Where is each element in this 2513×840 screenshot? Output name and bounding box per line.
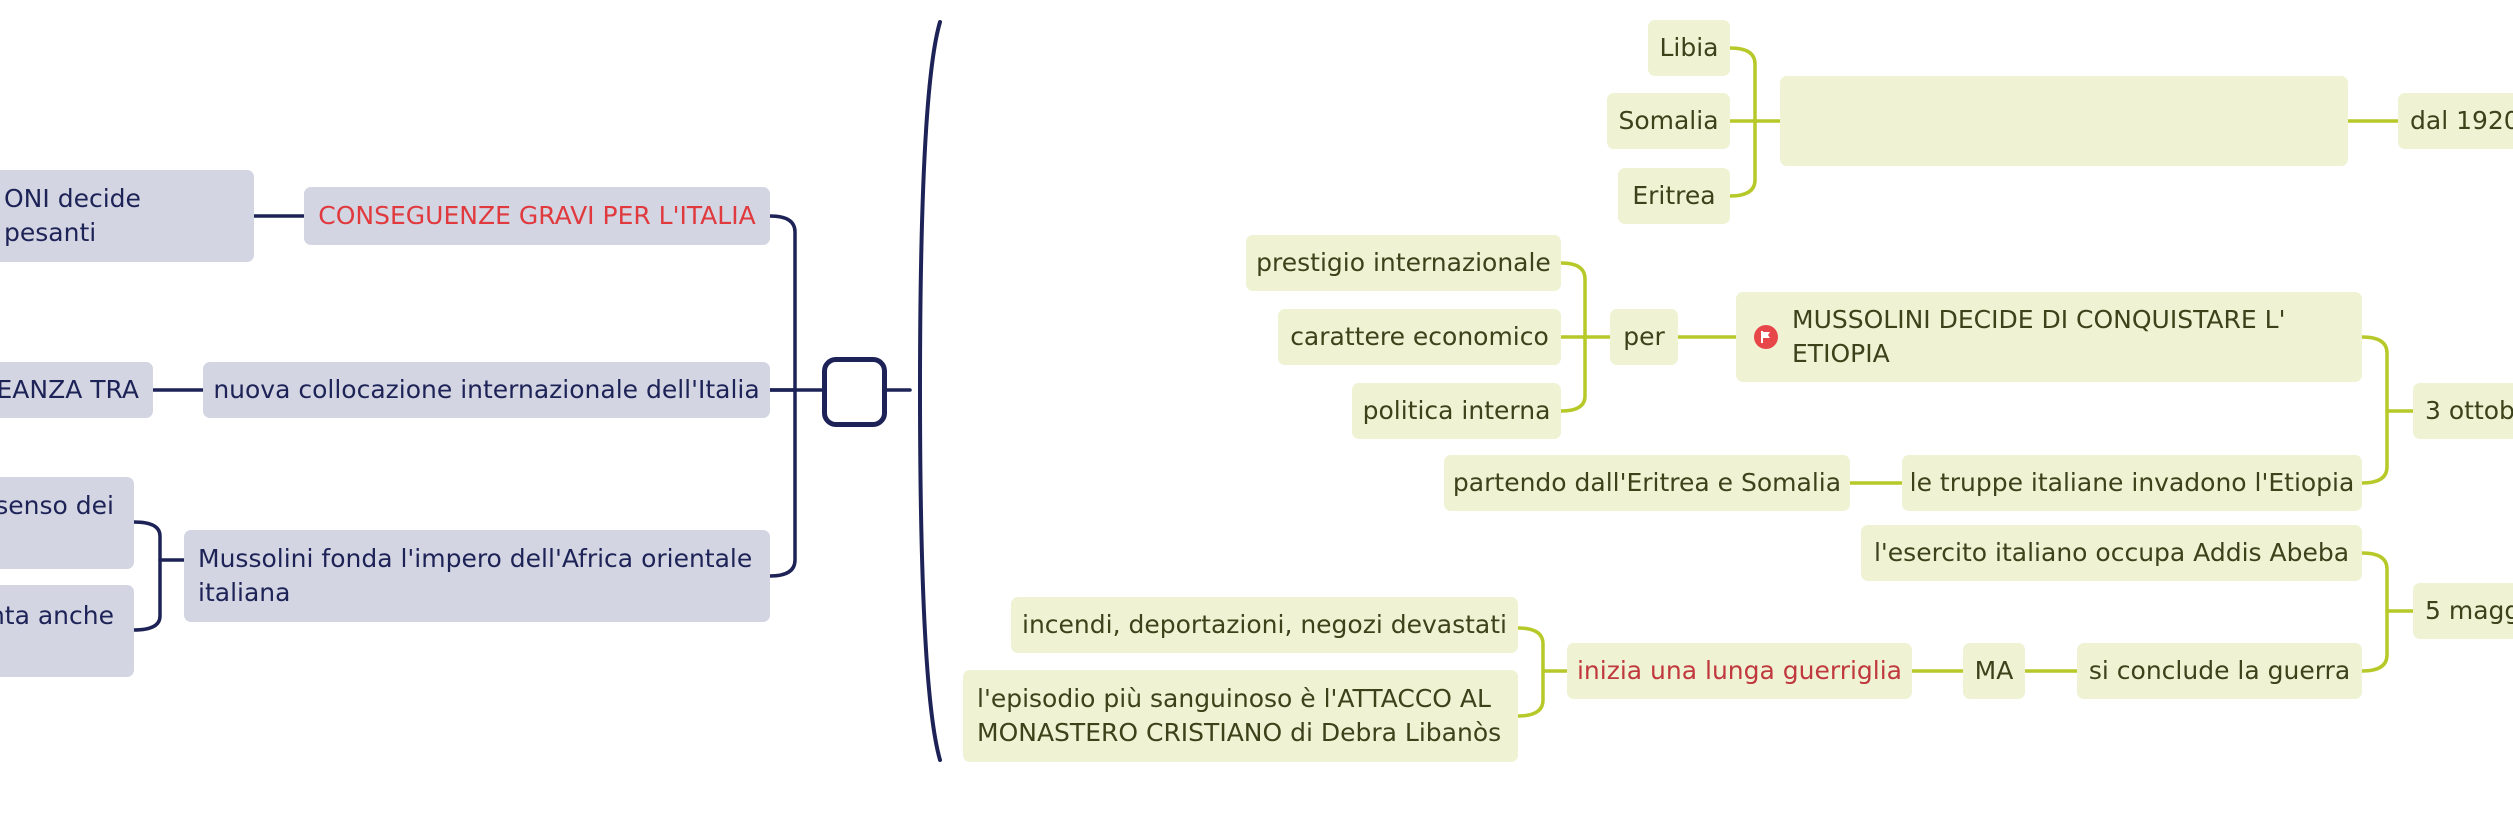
per-label: per	[1623, 322, 1665, 351]
date-ottobre-node[interactable]: 3 ottob	[2413, 383, 2513, 439]
central-topic-node[interactable]	[822, 357, 887, 427]
colonies-node[interactable]	[1780, 76, 2348, 166]
somalia-label: Somalia	[1618, 106, 1719, 135]
collocation-child-node[interactable]: EANZA TRA	[0, 362, 153, 418]
partendo-node[interactable]: partendo dall'Eritrea e Somalia	[1444, 455, 1850, 511]
partendo-label: partendo dall'Eritrea e Somalia	[1452, 468, 1842, 497]
prestigio-node[interactable]: prestigio internazionale	[1246, 235, 1561, 291]
consequences-label: CONSEGUENZE GRAVI PER L'ITALIA	[318, 201, 756, 230]
libia-label: Libia	[1659, 33, 1719, 62]
conquista-label: MUSSOLINI DECIDE DI CONQUISTARE L' ETIOP…	[1792, 305, 2286, 368]
eritrea-node[interactable]: Eritrea	[1618, 168, 1730, 224]
date-1920-label: dal 1920	[2410, 106, 2513, 135]
ma-node[interactable]: MA	[1963, 643, 2025, 699]
conquista-node[interactable]: MUSSOLINI DECIDE DI CONQUISTARE L' ETIOP…	[1736, 292, 2362, 382]
economico-label: carattere economico	[1290, 322, 1549, 351]
consequences-node[interactable]: CONSEGUENZE GRAVI PER L'ITALIA	[304, 187, 770, 245]
invadono-node[interactable]: le truppe italiane invadono l'Etiopia	[1902, 455, 2362, 511]
invadono-label: le truppe italiane invadono l'Etiopia	[1909, 468, 2355, 497]
incendi-label: incendi, deportazioni, negozi devastati	[1022, 610, 1507, 639]
date-ottobre-label: 3 ottob	[2425, 396, 2513, 425]
attacco-node[interactable]: l'episodio più sanguinoso è l'ATTACCO AL…	[963, 670, 1518, 762]
collocation-label: nuova collocazione internazionale dell'I…	[213, 375, 760, 404]
empire-child-node-2[interactable]: nta anche	[0, 585, 134, 677]
date-1920-node[interactable]: dal 1920	[2398, 93, 2513, 149]
somalia-node[interactable]: Somalia	[1607, 93, 1730, 149]
addis-node[interactable]: l'esercito italiano occupa Addis Abeba	[1861, 525, 2362, 581]
guerriglia-node[interactable]: inizia una lunga guerriglia	[1567, 643, 1912, 699]
attacco-label: l'episodio più sanguinoso è l'ATTACCO AL…	[977, 684, 1502, 747]
collocation-child-label: EANZA TRA	[0, 375, 139, 404]
incendi-node[interactable]: incendi, deportazioni, negozi devastati	[1011, 597, 1518, 653]
politica-node[interactable]: politica interna	[1352, 383, 1561, 439]
eritrea-label: Eritrea	[1632, 181, 1716, 210]
conclude-label: si conclude la guerra	[2088, 656, 2351, 685]
date-maggio-node[interactable]: 5 magg	[2413, 583, 2513, 639]
ma-label: MA	[1974, 656, 2014, 685]
empire-child-label-2: nta anche	[0, 601, 114, 630]
consequences-child-label: ONI decide pesanti	[4, 184, 141, 247]
empire-node[interactable]: Mussolini fonda l'impero dell'Africa ori…	[184, 530, 770, 622]
empire-label: Mussolini fonda l'impero dell'Africa ori…	[198, 544, 753, 607]
consequences-child-node[interactable]: ONI decide pesanti	[0, 170, 254, 262]
guerriglia-label: inizia una lunga guerriglia	[1576, 656, 1903, 685]
per-node[interactable]: per	[1610, 309, 1678, 365]
collocation-node[interactable]: nuova collocazione internazionale dell'I…	[203, 362, 770, 418]
conclude-node[interactable]: si conclude la guerra	[2077, 643, 2362, 699]
date-maggio-label: 5 magg	[2425, 596, 2513, 625]
libia-node[interactable]: Libia	[1648, 20, 1730, 76]
empire-child-label-1: senso dei	[0, 491, 114, 520]
prestigio-label: prestigio internazionale	[1256, 248, 1551, 277]
flag-icon	[1754, 325, 1778, 349]
economico-node[interactable]: carattere economico	[1278, 309, 1561, 365]
addis-label: l'esercito italiano occupa Addis Abeba	[1873, 538, 2350, 567]
empire-child-node-1[interactable]: senso dei	[0, 477, 134, 569]
politica-label: politica interna	[1362, 396, 1551, 425]
